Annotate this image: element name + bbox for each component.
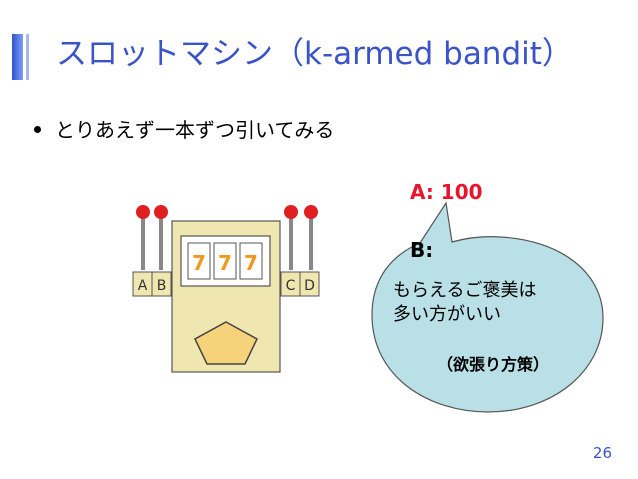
- bullet-item: とりあえず一本ずつ引いてみる: [34, 114, 334, 143]
- arm-label-c: C: [286, 278, 296, 294]
- reel-2: [213, 242, 237, 280]
- lever-d-knob-icon: [304, 205, 318, 219]
- arm-label-b: B: [157, 278, 167, 294]
- title-accent-line: [26, 34, 29, 80]
- callout-note: （欲張り方策）: [436, 355, 549, 374]
- reel-symbol-1: 7: [192, 251, 206, 275]
- callout-line-1: もらえるご褒美は: [393, 280, 537, 301]
- slide-title: スロットマシン（k-armed bandit）: [56, 36, 573, 72]
- arm-box-d: [299, 271, 320, 297]
- arm-label-a: A: [138, 278, 148, 294]
- callout-line-2: 多い方がいい: [393, 304, 501, 325]
- reel-1: [187, 242, 211, 280]
- lever-c-knob-icon: [284, 205, 298, 219]
- lever-b-knob-icon: [154, 205, 168, 219]
- arm-a-result: A: 100: [410, 180, 483, 204]
- bullet-dot-icon: [34, 126, 41, 133]
- page-number: 26: [592, 444, 612, 462]
- reel-symbol-3: 7: [244, 251, 258, 275]
- reel-3: [239, 242, 263, 280]
- arm-label-d: D: [304, 278, 315, 294]
- callout-text: もらえるご褒美は 多い方がいい: [393, 279, 593, 327]
- arm-box-b: [151, 271, 172, 297]
- callout-bubble: [371, 201, 604, 413]
- lever-a-knob-icon: [136, 205, 150, 219]
- title-accent-bar: [12, 34, 23, 80]
- payout-pentagon-icon: [194, 321, 258, 365]
- arm-b-result: B:: [410, 238, 434, 262]
- reel-symbol-2: 7: [218, 251, 232, 275]
- bullet-text: とりあえず一本ずつ引いてみる: [55, 118, 335, 142]
